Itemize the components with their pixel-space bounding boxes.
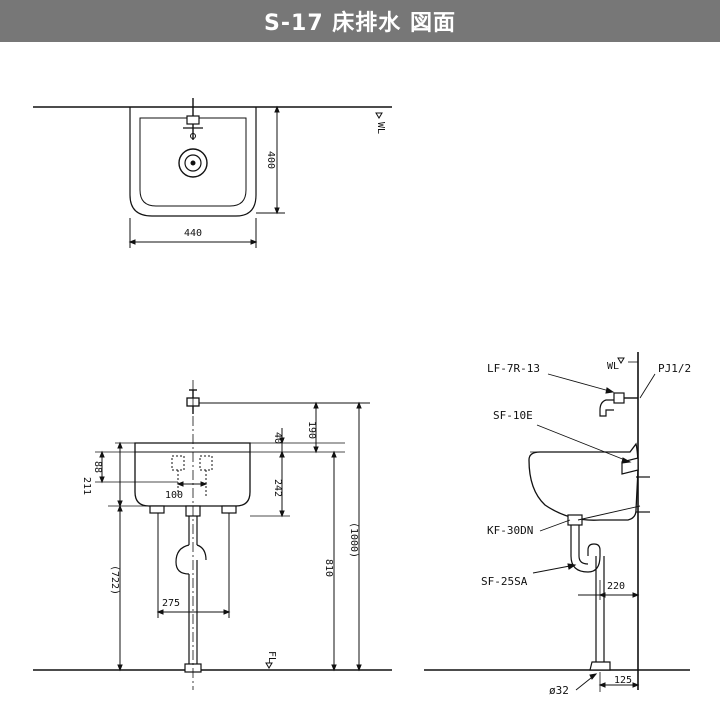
- top-view: 440 400 WL: [33, 98, 392, 248]
- side-wl-label: WL: [607, 361, 619, 372]
- label-supply: PJ1/2: [658, 362, 691, 375]
- dim-722-label: (722): [109, 565, 120, 595]
- drain-icon: [178, 148, 208, 178]
- dim-242-label: 242: [272, 479, 283, 497]
- dim-810-label: 810: [323, 559, 334, 577]
- drain-trap-icon: [175, 505, 207, 673]
- trap-side-icon: [567, 514, 611, 671]
- top-wl-label: WL: [375, 122, 386, 134]
- dim-125-label: 125: [614, 675, 632, 686]
- right-bracket: [221, 505, 237, 514]
- faucet-front-icon: [186, 389, 370, 414]
- dim-100-label: 100: [165, 490, 183, 501]
- faucet-side-icon: [599, 392, 638, 417]
- basin-outline-inner: [139, 117, 247, 207]
- dim-width-label: 440: [184, 228, 202, 239]
- dim-88-label: 88: [92, 461, 103, 473]
- label-faucet: LF-7R-13: [487, 362, 540, 375]
- title-bar: S-17 床排水 図面: [0, 0, 720, 42]
- label-trap: SF-25SA: [481, 575, 528, 588]
- page-title: S-17 床排水 図面: [264, 11, 456, 36]
- basin-side-outline: [528, 442, 639, 521]
- dim-depth-label: 400: [265, 151, 276, 169]
- dim-275-label: 275: [162, 598, 180, 609]
- faucet-top-icon: [183, 98, 203, 140]
- front-view: FL 190 40 242 88 211 100: [33, 380, 392, 690]
- floor-mark-label: FL: [266, 651, 277, 663]
- basin-outline-outer: [129, 107, 257, 217]
- dim-211-label: 211: [81, 477, 92, 495]
- side-view: WL LF-7R-13 PJ1/2: [424, 352, 691, 697]
- technical-drawing: 440 400 WL: [33, 98, 691, 697]
- label-bracket: SF-10E: [493, 409, 533, 422]
- dim-1000-label: (1000): [348, 522, 359, 558]
- wl-marker-icon: [375, 112, 383, 119]
- label-drain: KF-30DN: [487, 524, 533, 537]
- label-pipe-diameter: ø32: [549, 684, 569, 697]
- dim-190-label: 190: [306, 421, 317, 439]
- dim-220-label: 220: [607, 581, 625, 592]
- dim-40-label: 40: [272, 432, 283, 444]
- left-bracket: [149, 505, 165, 514]
